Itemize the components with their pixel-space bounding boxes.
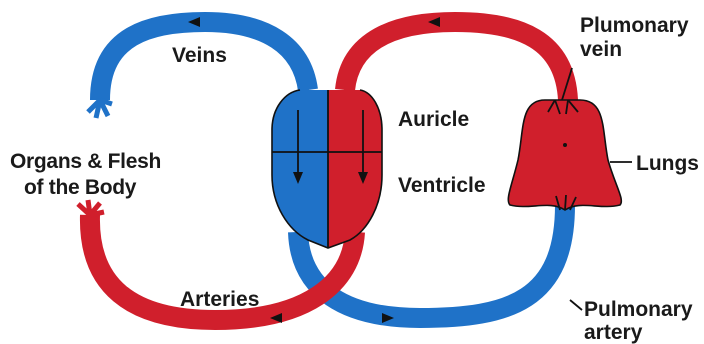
label-organs-line1: Organs & Flesh xyxy=(10,150,161,173)
label-organs-line2: of the Body xyxy=(24,176,137,199)
label-veins: Veins xyxy=(172,44,227,67)
label-ventricle: Ventricle xyxy=(398,174,486,197)
heart xyxy=(272,90,382,248)
organ-capillaries-top xyxy=(88,100,112,118)
pulmonary-vein-vessel xyxy=(345,22,568,100)
label-pulmonary-artery-line2: artery xyxy=(584,321,643,344)
organ-capillaries-bottom xyxy=(78,200,104,215)
label-pulmonary-artery-line1: Pulmonary xyxy=(584,298,693,321)
label-arteries: Arteries xyxy=(180,288,259,311)
label-auricle: Auricle xyxy=(398,108,469,131)
lungs-shape xyxy=(508,100,621,210)
label-pulmonary-vein-line1: Plumonary xyxy=(580,14,689,37)
heart-right-side xyxy=(272,90,328,248)
pulmonary-artery-pointer xyxy=(570,300,582,310)
heart-left-side xyxy=(328,90,382,248)
label-lungs: Lungs xyxy=(636,152,699,175)
label-pulmonary-vein-line2: vein xyxy=(580,38,622,61)
